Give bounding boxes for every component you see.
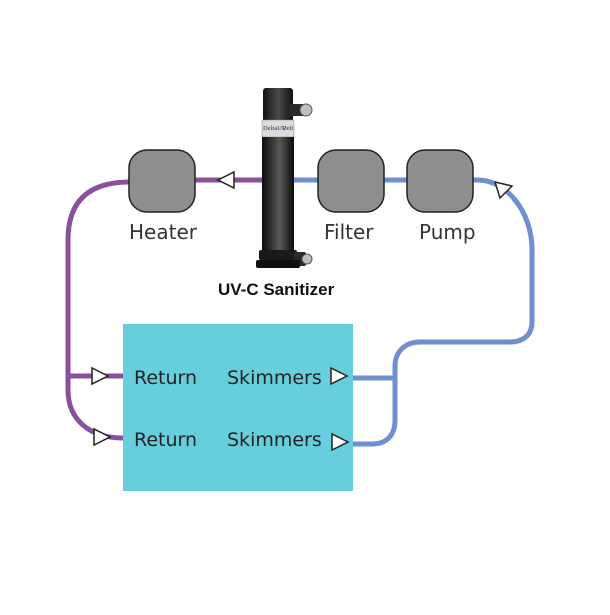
heater-unit: [128, 149, 196, 213]
sanitizer-brand-label-right: Delt: [282, 125, 294, 132]
flow-arrow-return-1: [91, 366, 110, 386]
suction-pipe-main: [292, 177, 535, 447]
filter-label: Filter: [324, 220, 374, 244]
flow-arrow-heater: [216, 170, 235, 190]
sanitizer-label: UV-C Sanitizer: [218, 280, 335, 299]
filter-unit: [317, 149, 385, 213]
pool-return-label-2: Return: [134, 429, 198, 451]
return-pipe-bottom: [65, 370, 124, 441]
pump-label: Pump: [419, 220, 476, 244]
pool-return-label-1: Return: [134, 367, 198, 389]
pool-skimmers-label-1: Skimmers: [227, 367, 322, 389]
flow-arrow-skimmer-1: [330, 366, 349, 386]
heater-label: Heater: [129, 220, 197, 244]
flow-arrow-pump-out: [493, 180, 514, 200]
uv-sanitizer-unit: [256, 88, 313, 268]
flow-arrow-skimmer-2: [331, 432, 350, 452]
pump-unit: [406, 149, 474, 213]
pool-skimmers-label-2: Skimmers: [227, 429, 322, 451]
flow-arrow-return-2: [93, 427, 112, 447]
pool-rect: [123, 324, 353, 491]
sanitizer-brand-label: DeltaUV: [263, 125, 287, 132]
